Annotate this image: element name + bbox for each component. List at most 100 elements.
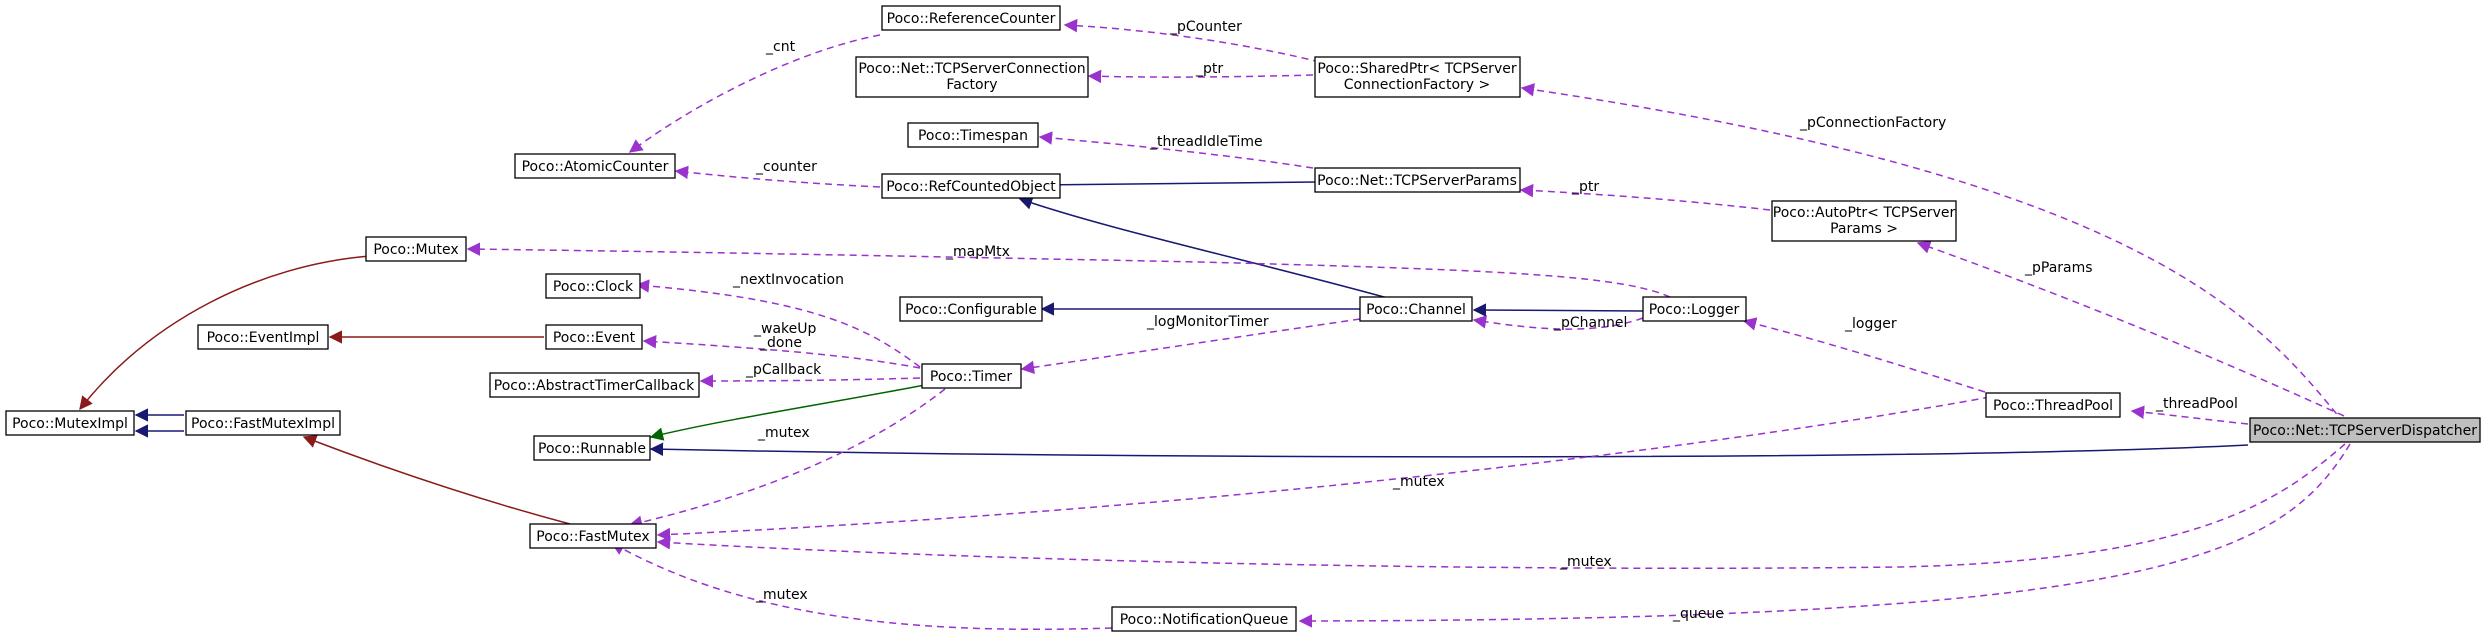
node-notification-queue[interactable]: Poco::NotificationQueue	[1111, 606, 1297, 632]
edge-mutex-logger: _mapMtx	[466, 242, 1671, 298]
node-atomic-counter[interactable]: Poco::AtomicCounter	[514, 153, 676, 179]
node-clock[interactable]: Poco::Clock	[545, 273, 641, 299]
svg-text:Poco::AtomicCounter: Poco::AtomicCounter	[522, 159, 669, 175]
edge-label-ptr-1: _ptr	[1195, 61, 1223, 77]
node-tcpserver-connection-factory[interactable]: Poco::Net::TCPServerConnection Factory	[855, 56, 1089, 98]
node-fast-mutex[interactable]: Poco::FastMutex	[529, 523, 657, 549]
edge-runnable-timer	[649, 384, 926, 441]
svg-text:Poco::FastMutex: Poco::FastMutex	[536, 529, 649, 545]
edge-label-pconnectionfactory: _pConnectionFactory	[1799, 115, 1946, 131]
node-logger[interactable]: Poco::Logger	[1642, 296, 1747, 322]
node-thread-pool[interactable]: Poco::ThreadPool	[1985, 392, 2121, 418]
edge-label-pcallback: _pCallback	[745, 362, 822, 378]
node-event[interactable]: Poco::Event	[545, 324, 643, 350]
edge-fastmutex-timer: _mutex	[628, 388, 946, 529]
edge-connectionfactory-sharedptr: _ptr	[1087, 61, 1314, 84]
svg-text:Poco::Mutex: Poco::Mutex	[373, 242, 458, 258]
svg-text:Poco::AutoPtr< TCPServer: Poco::AutoPtr< TCPServer	[1773, 205, 1956, 221]
edge-label-queue: _queue	[1672, 606, 1724, 622]
svg-text:Poco::SharedPtr< TCPServer: Poco::SharedPtr< TCPServer	[1317, 61, 1516, 77]
svg-text:Poco::Timer: Poco::Timer	[930, 369, 1012, 385]
svg-text:Poco::Logger: Poco::Logger	[1649, 302, 1740, 318]
edge-label-logger: _logger	[1844, 316, 1897, 332]
node-mutex-impl[interactable]: Poco::MutexImpl	[5, 410, 135, 436]
node-tcpserver-dispatcher[interactable]: Poco::Net::TCPServerDispatcher	[2249, 417, 2481, 443]
edge-event-timer: _wakeUp _done	[642, 321, 921, 369]
edge-atomiccounter-refcountedobject: _counter	[674, 159, 881, 188]
svg-text:Poco::Event: Poco::Event	[553, 330, 636, 346]
edge-label-done: _done	[759, 335, 802, 351]
edge-tcpserverparams-autoptr: _ptr	[1519, 179, 1771, 211]
node-timer[interactable]: Poco::Timer	[921, 363, 1022, 389]
node-mutex[interactable]: Poco::Mutex	[365, 236, 467, 262]
svg-text:Poco::MutexImpl: Poco::MutexImpl	[12, 416, 128, 432]
svg-text:Poco::Timespan: Poco::Timespan	[918, 128, 1028, 144]
edge-label-logmonitortimer: _logMonitorTimer	[1146, 314, 1269, 330]
edge-abstracttimercallback-timer: _pCallback	[699, 362, 921, 388]
node-timespan[interactable]: Poco::Timespan	[907, 122, 1039, 148]
svg-text:Poco::EventImpl: Poco::EventImpl	[207, 330, 320, 346]
edge-refcountedobject-tcpserverparams	[1034, 178, 1318, 192]
edge-label-wakeup: _wakeUp	[753, 321, 816, 337]
svg-text:Poco::Runnable: Poco::Runnable	[538, 441, 646, 457]
edge-label-nextinvocation: _nextInvocation	[732, 272, 844, 288]
edge-label-mutex-2: _mutex	[1392, 474, 1445, 490]
edge-fastmutex-notificationqueue: _mutex	[610, 542, 1113, 631]
node-channel[interactable]: Poco::Channel	[1359, 296, 1473, 322]
edge-fastmutex-fastmutex-impl	[302, 435, 571, 525]
edge-refcountedobject-channel	[1018, 196, 1396, 301]
node-ref-counted-object[interactable]: Poco::RefCountedObject	[881, 173, 1061, 199]
edge-label-mutex-4: _mutex	[755, 587, 808, 603]
edge-sharedptr-dispatcher: _pConnectionFactory	[1520, 83, 2345, 424]
edge-label-pchannel: _pChannel	[1553, 315, 1627, 331]
node-event-impl[interactable]: Poco::EventImpl	[197, 324, 329, 350]
svg-text:Poco::AbstractTimerCallback: Poco::AbstractTimerCallback	[494, 378, 695, 394]
node-tcpserver-params[interactable]: Poco::Net::TCPServerParams	[1314, 167, 1521, 193]
svg-text:Poco::ThreadPool: Poco::ThreadPool	[1993, 398, 2113, 414]
edge-label-pparams: _pParams	[2024, 260, 2093, 276]
node-configurable[interactable]: Poco::Configurable	[899, 296, 1043, 322]
edge-notificationqueue-dispatcher: _queue	[1298, 443, 2351, 628]
edge-clock-timer: _nextInvocation	[635, 272, 921, 368]
edge-referencecounter-sharedptr: _pCounter	[1063, 18, 1321, 63]
edge-label-mutex-3: _mutex	[1559, 554, 1612, 570]
svg-text:Poco::FastMutexImpl: Poco::FastMutexImpl	[191, 416, 335, 432]
node-fast-mutex-impl[interactable]: Poco::FastMutexImpl	[185, 410, 341, 436]
svg-text:Params >: Params >	[1830, 221, 1898, 237]
edge-fastmutex-threadpool: _mutex	[656, 396, 1991, 542]
edge-label-pcounter: _pCounter	[1169, 19, 1242, 35]
svg-text:Poco::Net::TCPServerDispatcher: Poco::Net::TCPServerDispatcher	[2253, 423, 2477, 439]
svg-text:Poco::Configurable: Poco::Configurable	[905, 302, 1037, 318]
node-abstract-timer-callback[interactable]: Poco::AbstractTimerCallback	[489, 372, 700, 398]
edge-runnable-dispatcher	[649, 442, 2249, 458]
svg-text:Poco::Clock: Poco::Clock	[553, 279, 634, 295]
edge-autoptr-dispatcher: _pParams	[1916, 240, 2356, 422]
edge-timespan-tcpserverparams: _threadIdleTime	[1038, 131, 1314, 169]
edge-logger-threadpool: _logger	[1742, 316, 1986, 393]
edge-channel-logger-pchannel: _pChannel	[1472, 315, 1644, 331]
edge-atomiccounter-referencecounter: _cnt	[628, 34, 881, 153]
edge-label-mapmtx: _mapMtx	[945, 244, 1010, 260]
edge-mutex-mutex-impl	[79, 255, 371, 411]
edge-channel-logger	[1472, 303, 1644, 317]
svg-text:Poco::NotificationQueue: Poco::NotificationQueue	[1120, 612, 1289, 628]
svg-text:Poco::ReferenceCounter: Poco::ReferenceCounter	[887, 11, 1056, 27]
node-runnable[interactable]: Poco::Runnable	[533, 435, 651, 461]
edge-threadpool-dispatcher: _threadPool	[2130, 396, 2249, 425]
svg-text:Poco::Net::TCPServerConnection: Poco::Net::TCPServerConnection	[858, 61, 1085, 77]
edge-label-threadpool: _threadPool	[2155, 396, 2238, 412]
edge-fastmutex-dispatcher: _mutex	[656, 443, 2346, 570]
edge-label-threadidletime: _threadIdleTime	[1149, 134, 1263, 150]
svg-text:Poco::Channel: Poco::Channel	[1366, 302, 1466, 318]
svg-text:ConnectionFactory >: ConnectionFactory >	[1344, 77, 1491, 93]
node-reference-counter[interactable]: Poco::ReferenceCounter	[881, 5, 1061, 31]
edge-label-ptr-2: _ptr	[1571, 179, 1599, 195]
edge-label-cnt: _cnt	[765, 39, 796, 55]
node-auto-ptr[interactable]: Poco::AutoPtr< TCPServer Params >	[1771, 200, 1957, 242]
svg-text:Poco::Net::TCPServerParams: Poco::Net::TCPServerParams	[1317, 173, 1517, 189]
edge-label-mutex-1: _mutex	[757, 425, 810, 441]
svg-text:Factory: Factory	[946, 77, 997, 93]
node-shared-ptr[interactable]: Poco::SharedPtr< TCPServer ConnectionFac…	[1314, 56, 1521, 98]
svg-text:Poco::RefCountedObject: Poco::RefCountedObject	[886, 179, 1056, 195]
